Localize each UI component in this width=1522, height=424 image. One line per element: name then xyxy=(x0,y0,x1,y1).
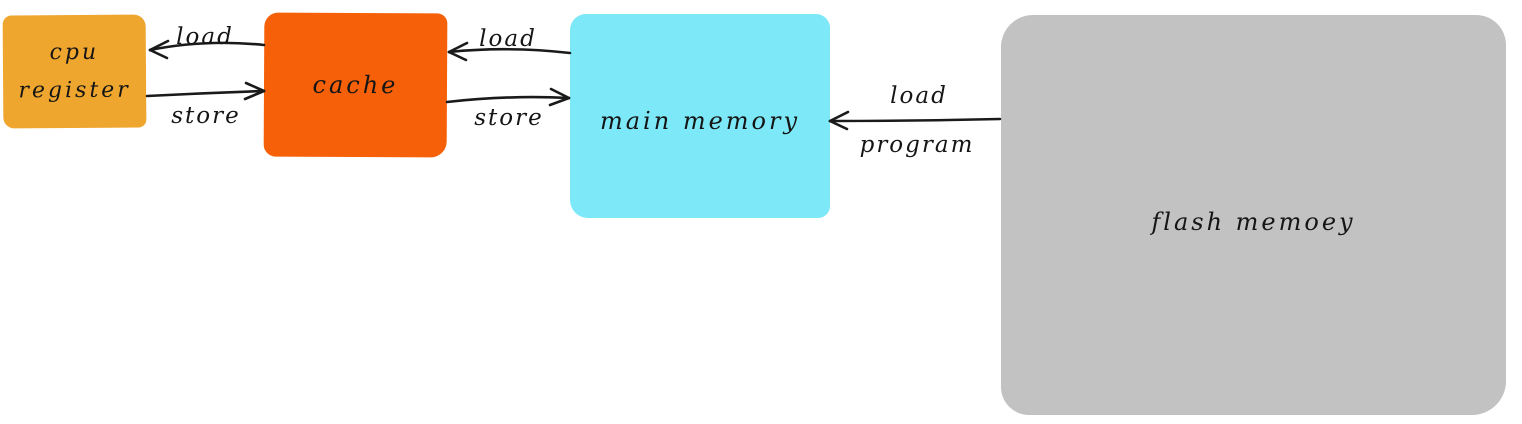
node-flash-memory: flash memoey xyxy=(1001,15,1506,415)
edge-label-store-cache-to-mainmem: store xyxy=(474,105,544,131)
edge-label-load-program-line1: load xyxy=(890,83,948,109)
cache-label: cache xyxy=(312,70,399,100)
arrow-load-program-flash-to-mainmem xyxy=(828,110,1002,131)
edge-label-store-cpu-to-cache: store xyxy=(171,103,241,129)
arrow-store-cache-to-mainmem xyxy=(445,87,571,107)
edge-label-load-program-line2: program xyxy=(859,132,975,158)
edge-label-load-mainmem-to-cache: load xyxy=(479,26,537,52)
arrow-store-cpu-to-cache xyxy=(145,81,266,101)
node-cache: cache xyxy=(263,12,448,158)
main-memory-label: main memory xyxy=(599,107,801,135)
edge-label-load-cache-to-cpu: load xyxy=(176,24,234,50)
cpu-register-label-line2: register xyxy=(18,77,131,103)
node-main-memory: main memory xyxy=(570,14,830,218)
cpu-register-label-line1: cpu xyxy=(49,39,100,65)
node-cpu-register: cpu register xyxy=(2,14,147,129)
flash-memory-label: flash memoey xyxy=(1151,208,1356,236)
